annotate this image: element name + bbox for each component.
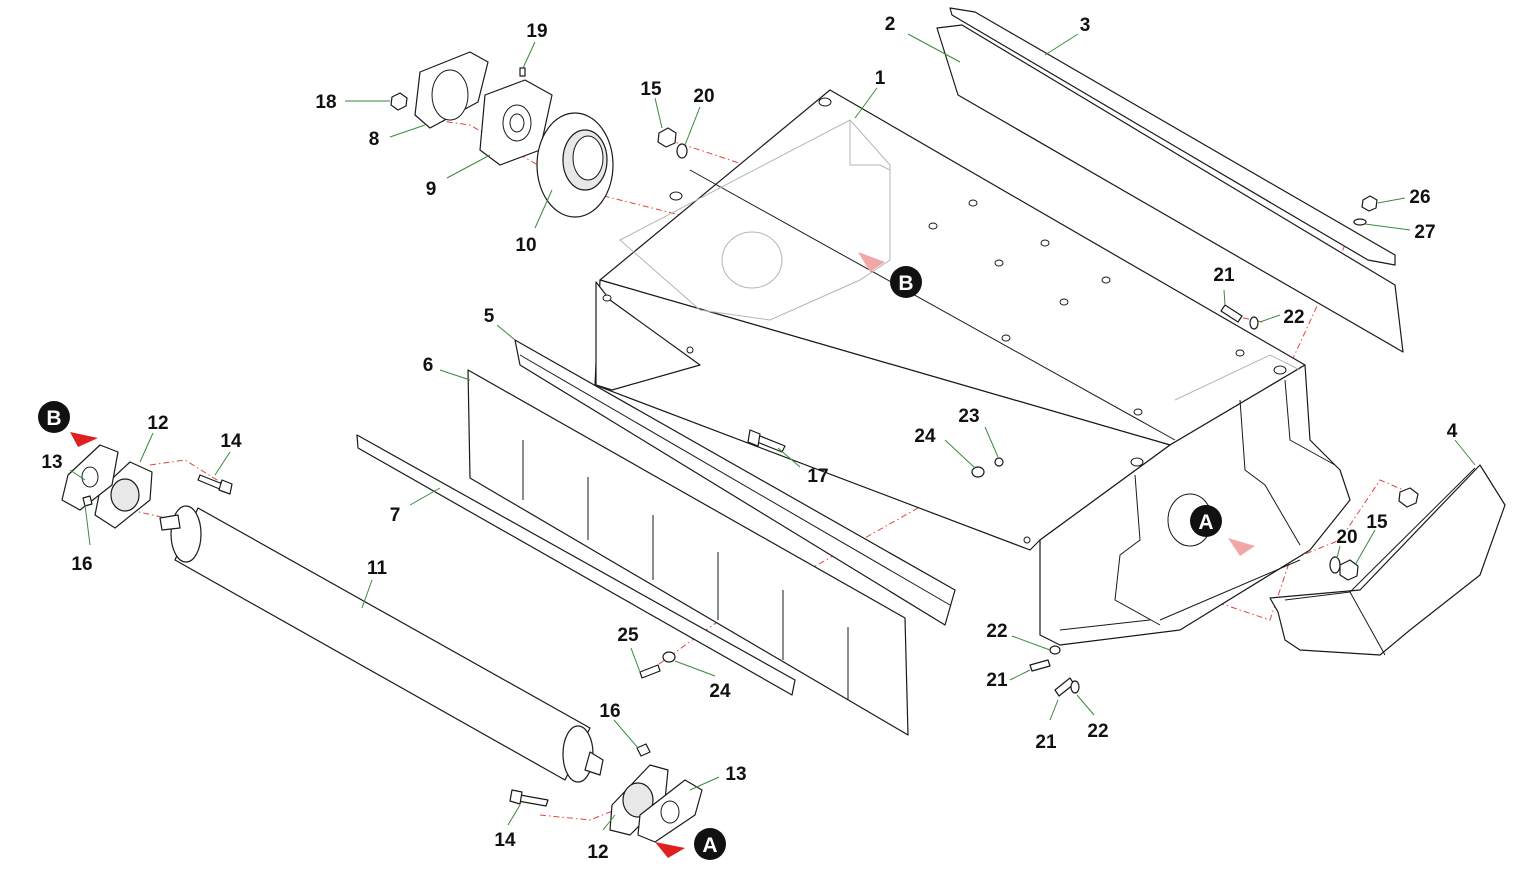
callout-23: 23 bbox=[958, 406, 979, 427]
marker-a-bottom bbox=[694, 828, 726, 860]
part-11-roller bbox=[159, 505, 604, 783]
callout-14b: 14 bbox=[494, 830, 516, 851]
callout-14a: 14 bbox=[220, 431, 242, 452]
callout-21c: 21 bbox=[1035, 732, 1057, 753]
fasteners bbox=[82, 67, 1419, 807]
ref-arrow-b-left bbox=[70, 432, 98, 447]
callout-15b: 15 bbox=[1366, 512, 1388, 533]
callout-24a: 24 bbox=[914, 426, 936, 447]
callout-20a: 20 bbox=[693, 86, 714, 107]
part-8-flange-housing bbox=[414, 51, 489, 129]
part-12-bearing-unit-left bbox=[94, 461, 153, 529]
callout-26: 26 bbox=[1409, 187, 1430, 208]
callout-25: 25 bbox=[617, 625, 639, 646]
callout-22b: 22 bbox=[986, 621, 1007, 642]
callout-12a: 12 bbox=[147, 413, 168, 434]
callout-24b: 24 bbox=[709, 681, 731, 702]
callout-12b: 12 bbox=[587, 842, 608, 863]
callout-21a: 21 bbox=[1213, 265, 1235, 286]
part-6-front-flap bbox=[467, 369, 909, 736]
callout-2: 2 bbox=[885, 14, 896, 35]
part-12-bearing-unit-right bbox=[609, 764, 669, 836]
reference-markers: B B A A bbox=[38, 252, 1255, 860]
callout-18: 18 bbox=[315, 92, 336, 113]
part-10-flange-ring bbox=[536, 112, 614, 218]
part-7-flat-bar bbox=[356, 434, 796, 696]
callout-13b: 13 bbox=[725, 764, 746, 785]
part-4-side-guard bbox=[1269, 464, 1506, 656]
part-13-flange-plate-left bbox=[61, 444, 119, 511]
part-9-bearing-plate bbox=[479, 79, 553, 166]
callout-7: 7 bbox=[390, 505, 401, 526]
part-callouts: 1 2 3 4 5 6 7 8 9 10 11 12 12 13 13 14 1… bbox=[41, 14, 1457, 863]
marker-b-top-label: B bbox=[898, 272, 913, 295]
part-2-rear-flap bbox=[936, 24, 1404, 353]
callout-22c: 22 bbox=[1087, 721, 1108, 742]
callout-8: 8 bbox=[369, 129, 380, 150]
ref-arrow-a-bottom bbox=[655, 842, 685, 858]
callout-5: 5 bbox=[484, 306, 495, 327]
callout-20b: 20 bbox=[1336, 527, 1357, 548]
callout-16a: 16 bbox=[71, 554, 92, 575]
callout-17: 17 bbox=[807, 466, 828, 487]
callout-6: 6 bbox=[423, 355, 434, 376]
marker-a-center bbox=[1190, 505, 1222, 537]
callout-22a: 22 bbox=[1283, 307, 1304, 328]
part-3-rear-strip bbox=[949, 7, 1396, 266]
marker-b-left-label: B bbox=[46, 407, 61, 430]
callout-15a: 15 bbox=[640, 79, 662, 100]
ref-arrow-b-top bbox=[858, 252, 885, 272]
marker-a-center-label: A bbox=[1198, 511, 1213, 534]
callout-16b: 16 bbox=[599, 701, 620, 722]
marker-a-bottom-label: A bbox=[702, 834, 717, 857]
marker-b-left bbox=[38, 401, 70, 433]
part-1-main-housing bbox=[594, 89, 1351, 646]
callout-11: 11 bbox=[367, 558, 388, 579]
callout-27: 27 bbox=[1414, 222, 1435, 243]
callout-19: 19 bbox=[526, 21, 547, 42]
ref-arrow-a-center bbox=[1228, 538, 1255, 556]
part-5-front-strip bbox=[514, 339, 956, 626]
callout-21b: 21 bbox=[986, 670, 1008, 691]
leader-lines bbox=[69, 33, 1476, 831]
callout-3: 3 bbox=[1080, 15, 1091, 36]
callout-9: 9 bbox=[426, 179, 437, 200]
part-13-flange-plate-right bbox=[637, 779, 703, 843]
callout-4: 4 bbox=[1447, 421, 1458, 442]
callout-13a: 13 bbox=[41, 452, 62, 473]
callout-1: 1 bbox=[875, 68, 886, 89]
callout-10: 10 bbox=[515, 235, 536, 256]
marker-b-top bbox=[890, 266, 922, 298]
